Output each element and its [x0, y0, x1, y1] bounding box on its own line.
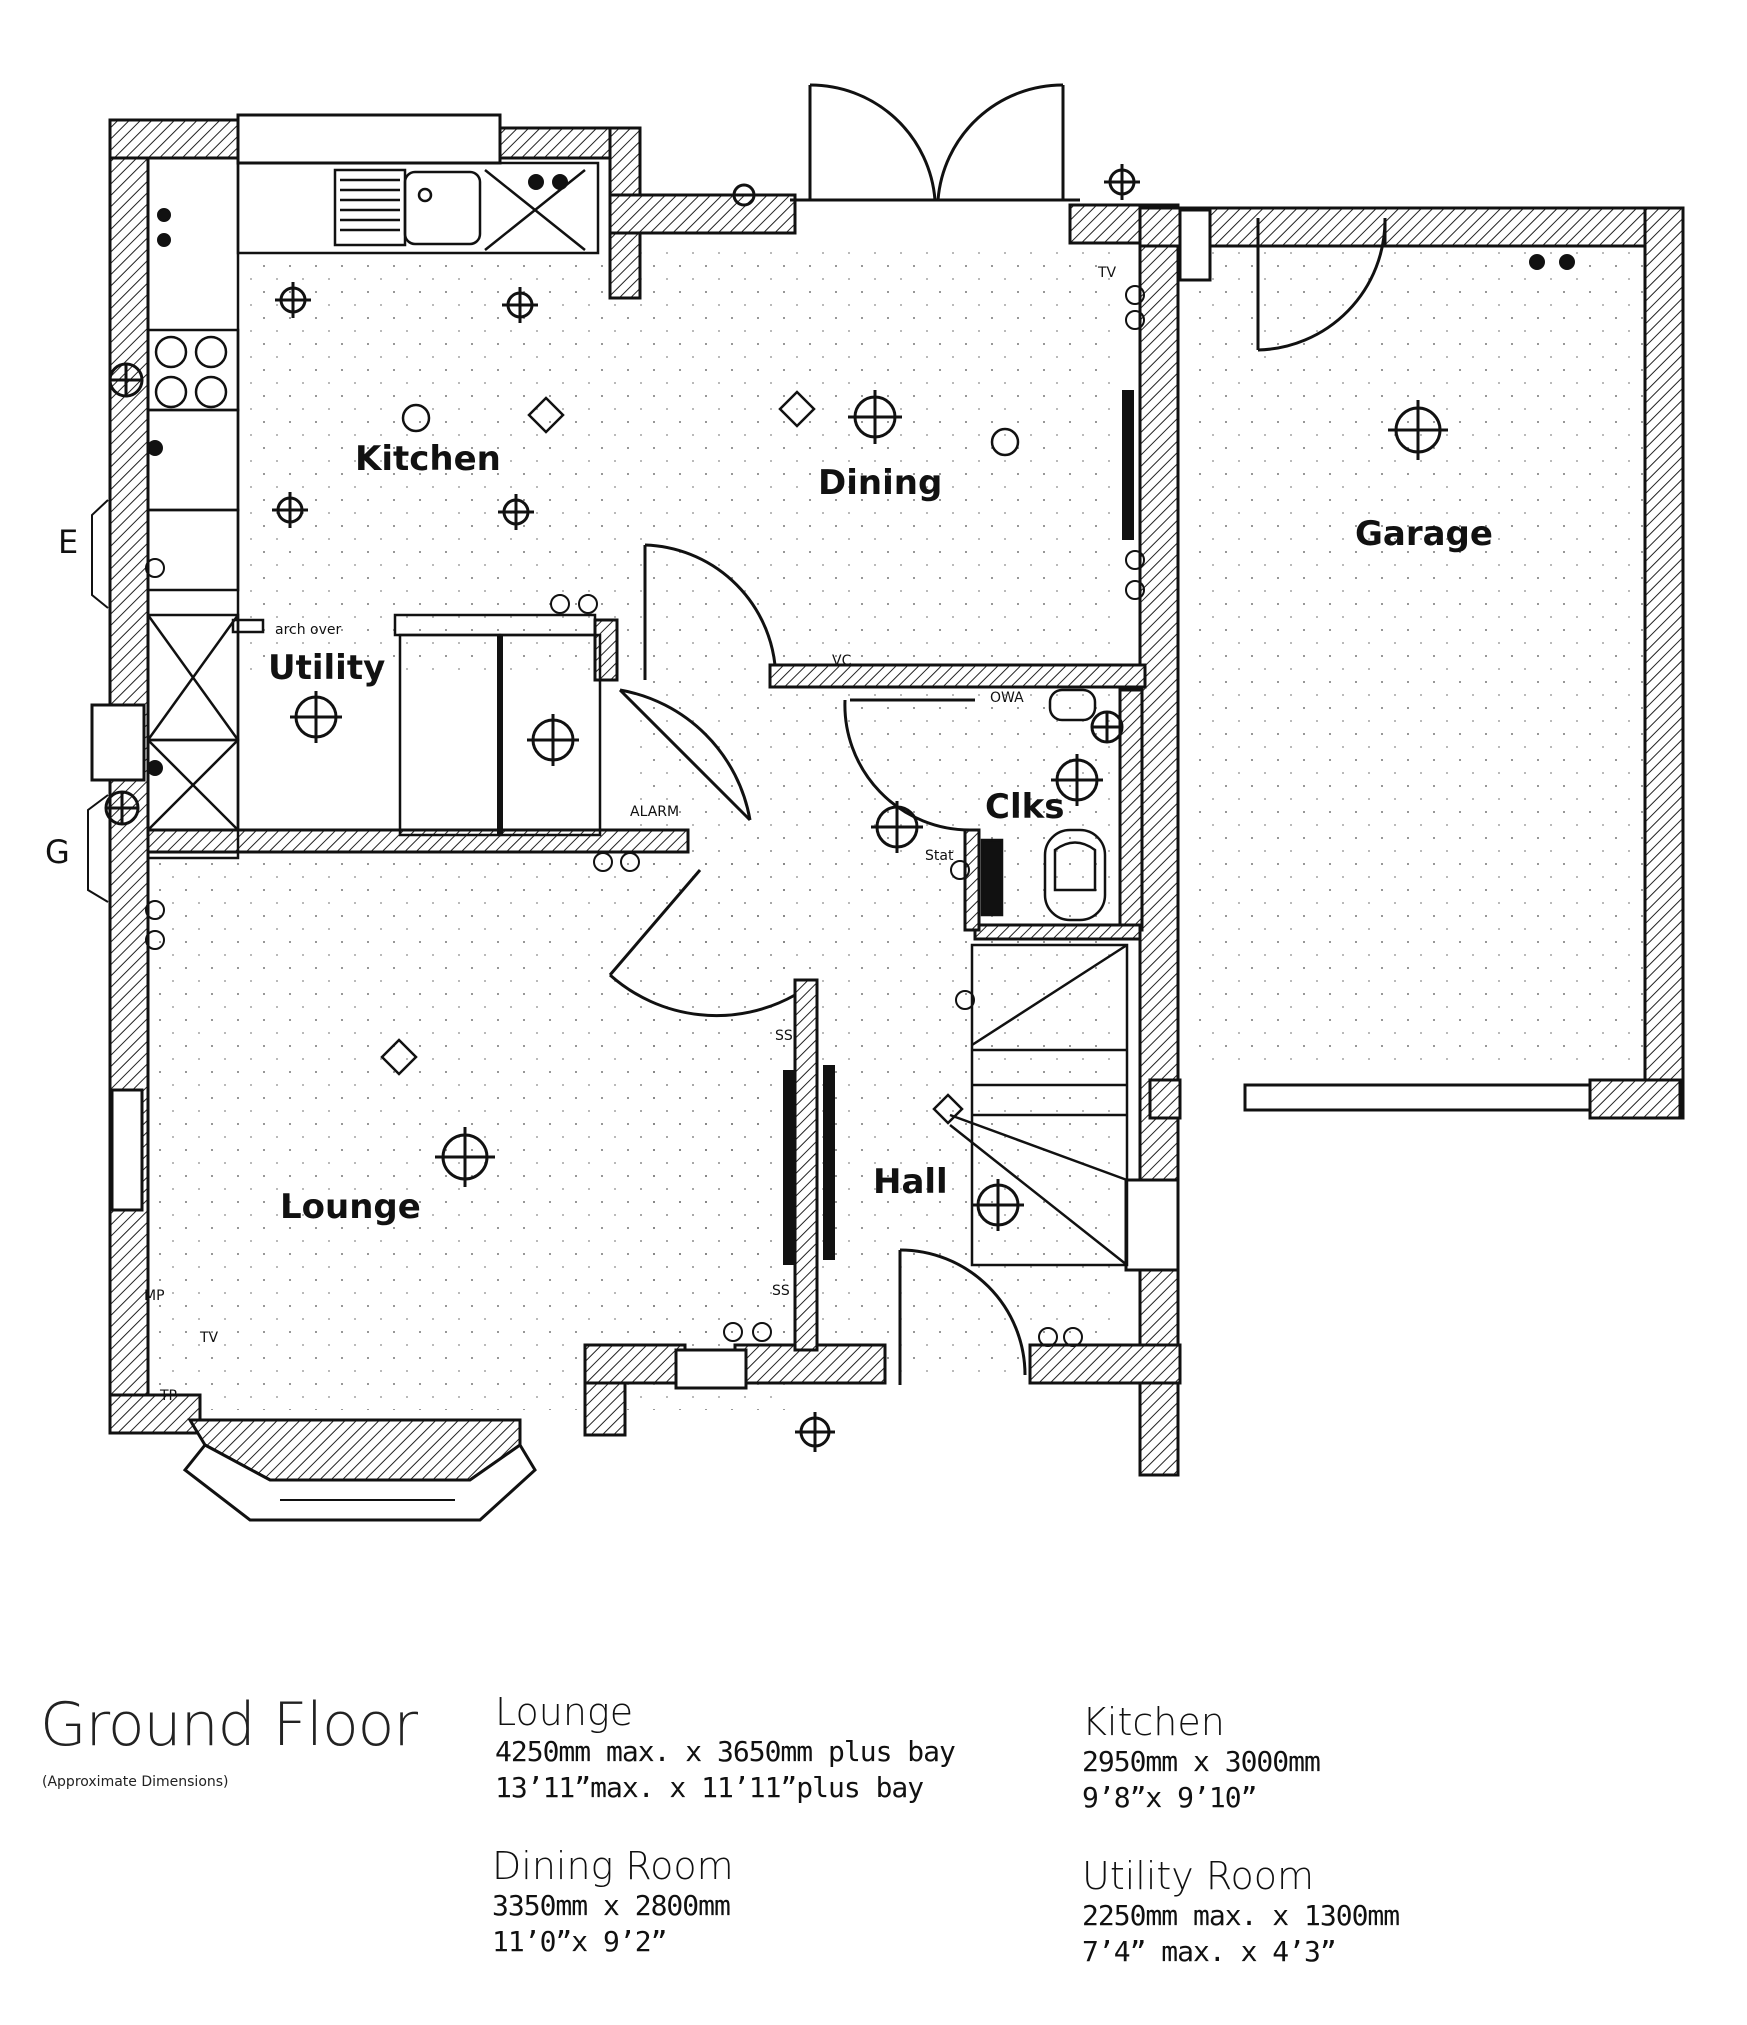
room-label-utility: Utility: [268, 648, 385, 688]
kitchen-fittings: [154, 161, 600, 409]
dim-lounge-name: Lounge: [495, 1690, 634, 1734]
room-label-dining: Dining: [818, 463, 942, 503]
dim-lounge-imperial: 13’11”max. x 11’11”plus bay: [495, 1771, 924, 1804]
dim-utility-name: Utility Room: [1082, 1854, 1315, 1898]
room-label-lounge: Lounge: [280, 1187, 421, 1227]
dim-lounge: Lounge 4250mm max. x 3650mm plus bay 13’…: [495, 1690, 956, 1806]
annotation-ss-lower: SS: [772, 1283, 790, 1299]
floor-plan: Kitchen Dining Garage Utility Clks Loung…: [45, 83, 1685, 1522]
side-markers: [87, 499, 109, 903]
light-kitchen-2: [502, 287, 538, 323]
light-lobby: [527, 714, 579, 766]
light-kitchen-3: [272, 492, 308, 528]
annotation-ss-upper: SS: [775, 1028, 793, 1044]
annotation-tv-dining: TV: [1097, 265, 1117, 281]
dim-dining: Dining Room 3350mm x 2800mm 11’0”x 9’2”: [492, 1844, 734, 1960]
annotation-alarm: ALARM: [630, 804, 679, 820]
floor-subtitle: (Approximate Dimensions): [42, 1774, 229, 1790]
light-front-door: [795, 1412, 835, 1452]
sockets: [147, 174, 1575, 776]
light-hall-1: [871, 801, 923, 853]
dim-kitchen-metric: 2950mm x 3000mm: [1082, 1745, 1321, 1778]
annotation-mp: MP: [144, 1288, 165, 1304]
dim-kitchen-name: Kitchen: [1082, 1700, 1225, 1744]
detector-symbols: [380, 390, 1020, 1125]
light-kitchen-1: [275, 282, 311, 318]
annotation-tp: TP: [159, 1388, 177, 1404]
annotation-stat: Stat: [925, 848, 954, 864]
staircase: [949, 943, 1129, 1267]
room-label-garage: Garage: [1355, 514, 1493, 554]
light-lounge: [435, 1127, 495, 1187]
dim-utility-metric: 2250mm max. x 1300mm: [1082, 1899, 1400, 1932]
light-dining: [848, 390, 902, 444]
garage-door: [1256, 218, 1387, 352]
extractor-fans: [104, 362, 1124, 826]
dim-dining-imperial: 11’0”x 9’2”: [492, 1925, 667, 1958]
light-garage: [1388, 400, 1448, 460]
light-dining-door: [1104, 164, 1140, 200]
annotation-vc: VC: [832, 653, 852, 669]
room-label-hall: Hall: [873, 1162, 948, 1202]
annotation-clks-unit: OWA: [990, 690, 1024, 706]
light-kitchen-4: [498, 494, 534, 530]
dim-kitchen: Kitchen 2950mm x 3000mm 9’8”x 9’10”: [1082, 1700, 1321, 1816]
french-doors: [790, 83, 1080, 202]
annotation-arch-over: arch over: [275, 622, 342, 638]
light-hall-2: [972, 1179, 1024, 1231]
room-label-clks: Clks: [985, 787, 1064, 827]
light-fittings: [272, 164, 1448, 1452]
light-clks: [1051, 754, 1103, 806]
annotation-tv-lounge: TV: [199, 1330, 219, 1346]
wc-fittings: [980, 688, 1107, 922]
dimensions-legend: Ground Floor (Approximate Dimensions) Lo…: [0, 1690, 1747, 2010]
utility-fittings: [146, 156, 602, 860]
floor-title: Ground Floor: [40, 1690, 418, 1760]
side-mark-g: G: [45, 833, 70, 871]
light-utility: [290, 691, 342, 743]
dim-kitchen-imperial: 9’8”x 9’10”: [1082, 1781, 1257, 1814]
interior-doors: [608, 543, 1027, 1385]
windows: [90, 113, 1592, 1390]
side-mark-e: E: [58, 523, 78, 561]
floor-texture: [150, 240, 1660, 1410]
socket-outlines: [145, 285, 1145, 1347]
dim-dining-name: Dining Room: [492, 1844, 734, 1888]
dim-utility: Utility Room 2250mm max. x 1300mm 7’4” m…: [1082, 1854, 1400, 1970]
dim-lounge-metric: 4250mm max. x 3650mm plus bay: [495, 1735, 956, 1768]
dim-dining-metric: 3350mm x 2800mm: [492, 1889, 731, 1922]
dim-utility-imperial: 7’4” max. x 4’3”: [1082, 1935, 1337, 1968]
light-rear: [732, 183, 756, 207]
room-label-kitchen: Kitchen: [355, 439, 501, 479]
bay-window: [182, 1418, 537, 1522]
radiators: [783, 390, 1134, 1265]
